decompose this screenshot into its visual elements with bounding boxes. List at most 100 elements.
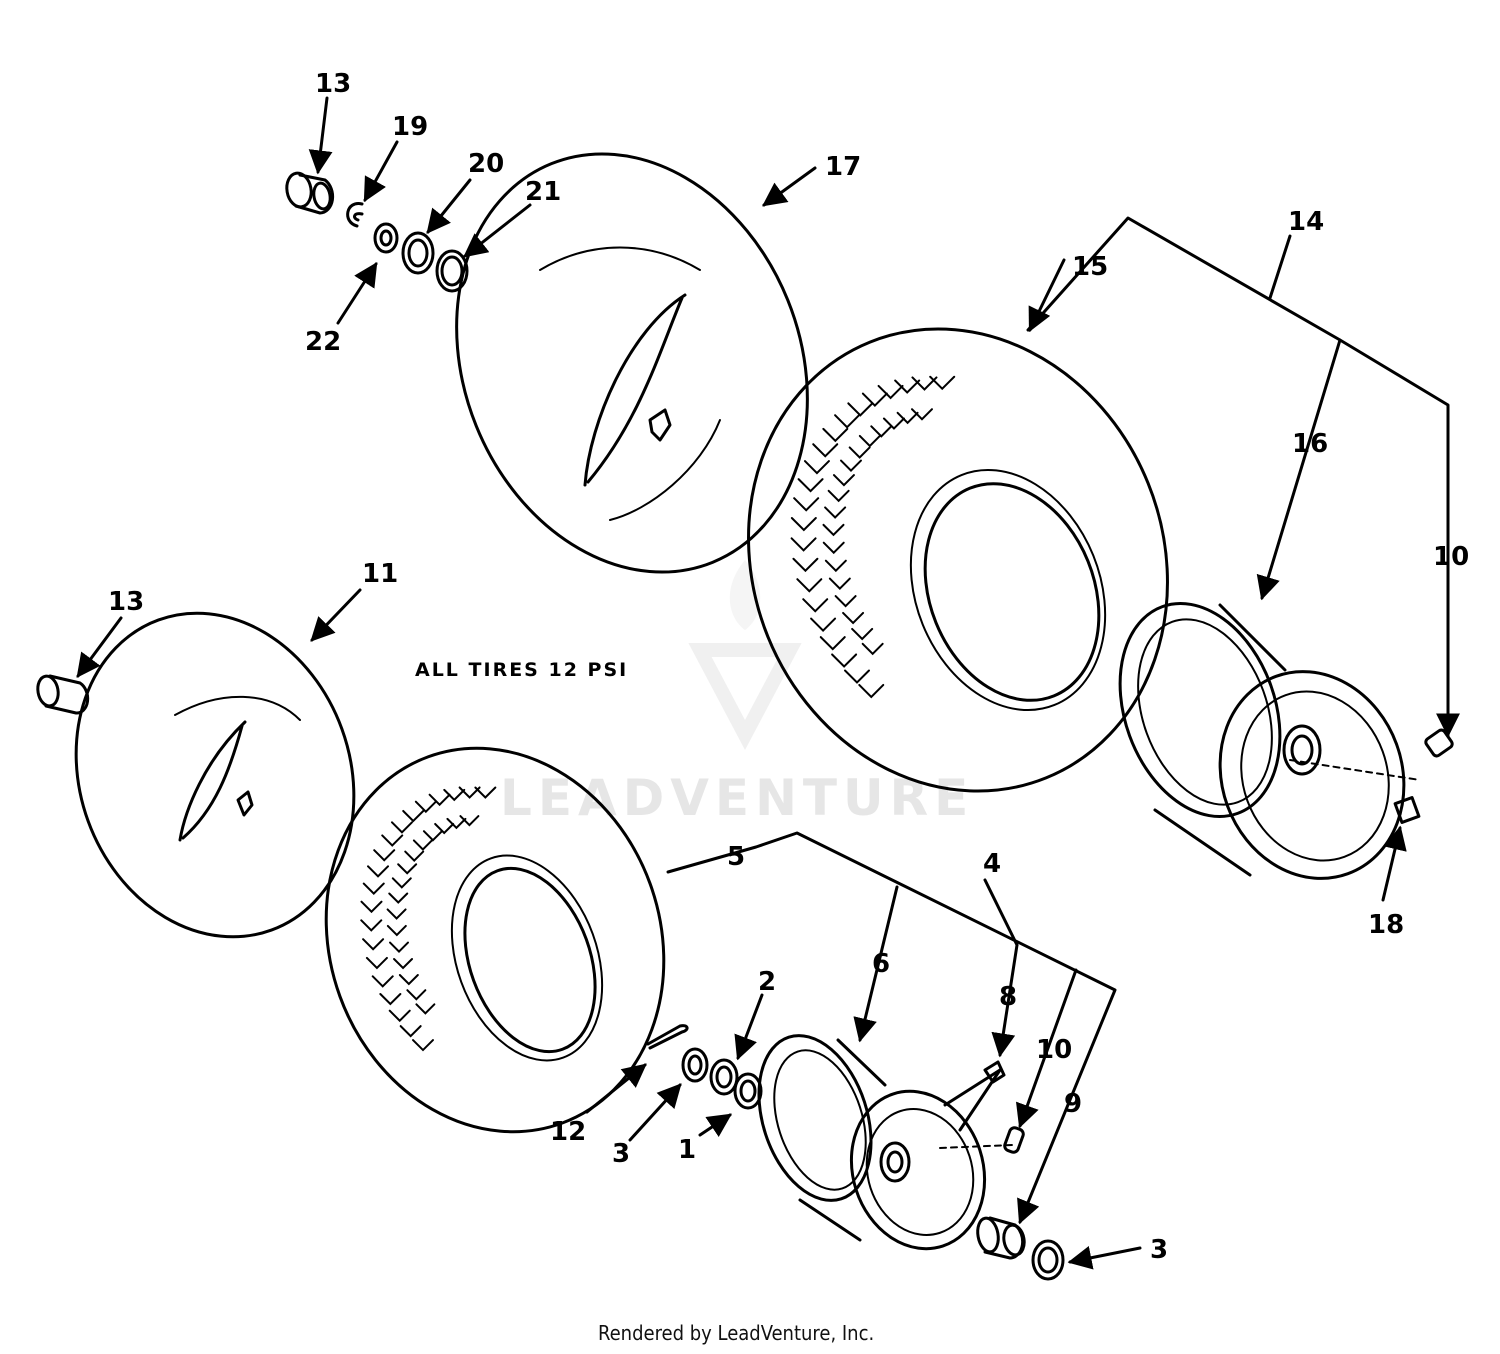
footer-credit: Rendered by LeadVenture, Inc. [598, 1321, 874, 1345]
tread-lug [797, 478, 824, 493]
rear-tire [747, 327, 1169, 793]
tread-lug [803, 460, 830, 475]
tread-lug [446, 817, 467, 830]
watermark-logo [688, 560, 802, 750]
tread-lug [822, 541, 845, 555]
tread-lug [882, 417, 905, 430]
tread-lug [790, 537, 817, 552]
callout-4: 4 [983, 849, 1001, 879]
callout-13-rear: 13 [315, 69, 351, 99]
callout-10-rear: 10 [1433, 542, 1469, 572]
tread-lug [412, 839, 433, 851]
front-rim [757, 1034, 987, 1251]
tread-lug [406, 989, 427, 1001]
tread-lug [397, 863, 418, 875]
callout-5: 5 [727, 842, 745, 872]
tread-lug [443, 788, 466, 802]
callout-22: 22 [305, 327, 341, 357]
leader-lines [76, 96, 1460, 1270]
tread-lug [474, 786, 497, 799]
tread-lug [834, 595, 857, 608]
tread-lug [386, 908, 407, 920]
tread-lug [832, 474, 855, 487]
tread-lug [362, 882, 385, 896]
tread-lug [844, 669, 871, 684]
callout-3-inner: 3 [612, 1139, 630, 1169]
tread-lug [388, 892, 409, 904]
tread-lug [827, 489, 850, 503]
tread-lug [393, 958, 414, 970]
callout-16: 16 [1292, 429, 1328, 459]
rear-washers [373, 222, 469, 293]
rear-clip [346, 202, 364, 228]
tread-lug [911, 376, 938, 391]
tread-lug [812, 443, 839, 458]
tread-lug [810, 617, 837, 633]
callout-8: 8 [999, 982, 1017, 1012]
tread-lug [379, 993, 402, 1006]
front-valve-stem [1003, 1126, 1025, 1154]
callout-11: 11 [362, 559, 398, 589]
tread-lug [360, 919, 383, 932]
callout-1: 1 [678, 1135, 696, 1165]
tread-lug [373, 849, 396, 862]
tread-lug [428, 793, 451, 807]
tread-lug [386, 924, 407, 937]
tread-lug [381, 834, 404, 847]
tread-lug [877, 384, 904, 400]
callout-13-front: 13 [108, 587, 144, 617]
callout-19: 19 [392, 112, 428, 142]
tread-lug [819, 636, 846, 651]
tread-lug [459, 815, 480, 827]
tread-lug [411, 1039, 434, 1052]
front-inner-tube [74, 611, 356, 939]
tread-lug [834, 414, 861, 429]
callout-12: 12 [550, 1117, 586, 1147]
tread-lug [824, 506, 847, 519]
tread-lug [458, 786, 481, 799]
tread-lug [824, 559, 847, 573]
tread-lug [402, 809, 425, 823]
callout-20: 20 [468, 149, 504, 179]
rear-valve-cap [1393, 796, 1421, 824]
tread-lug [822, 523, 845, 537]
tread-lug [839, 459, 862, 472]
callout-21: 21 [525, 177, 561, 207]
tire-pressure-note: ALL TIRES 12 PSI [415, 659, 628, 681]
tread-lug [414, 800, 437, 814]
tread-lug [398, 974, 419, 986]
tread-lug [848, 446, 871, 459]
tread-lug [861, 392, 888, 407]
callout-2: 2 [758, 967, 776, 997]
tread-lug [861, 642, 884, 656]
callout-17: 17 [825, 152, 861, 182]
tread-lug [847, 402, 874, 417]
tread-lug [831, 653, 858, 668]
tread-lug [894, 379, 921, 394]
watermark: LEADVENTURE [500, 769, 974, 827]
tread-lug [802, 598, 829, 613]
tread-lug [390, 821, 413, 834]
callout-9: 9 [1064, 1089, 1082, 1119]
tread-lug [434, 822, 455, 835]
front-pin [646, 1024, 689, 1050]
tread-lug [790, 517, 817, 532]
tread-lug [391, 877, 412, 889]
tread-lug [822, 427, 849, 443]
callout-14: 14 [1288, 207, 1324, 237]
callout-18: 18 [1368, 910, 1404, 940]
tread-lug [360, 900, 383, 914]
tread-lug [365, 956, 388, 970]
tread-lug [362, 938, 385, 951]
tread-lug [371, 975, 394, 988]
tread-lug [796, 578, 823, 593]
front-grease-fitting [983, 1060, 1006, 1084]
tread-lug [858, 434, 881, 448]
tread-lug [929, 375, 956, 391]
tread-lug [404, 850, 425, 862]
tread-lug [388, 1009, 411, 1023]
tread-lug [828, 577, 851, 590]
tread-lug [896, 411, 919, 425]
front-washer-outer [1031, 1239, 1065, 1281]
